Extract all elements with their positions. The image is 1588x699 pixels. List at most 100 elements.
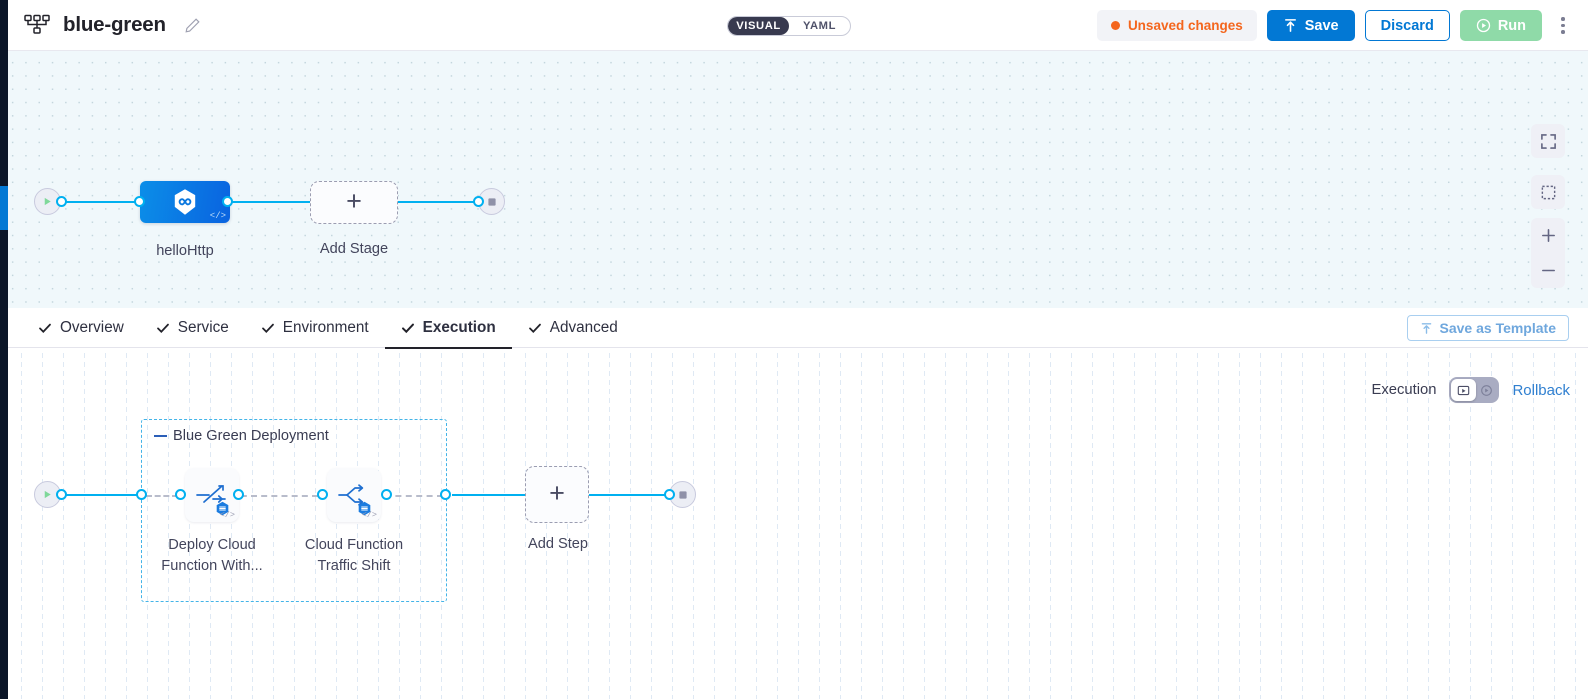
collapse-dash-icon[interactable] bbox=[154, 434, 167, 438]
pencil-icon[interactable] bbox=[179, 17, 201, 34]
tab-environment[interactable]: Environment bbox=[245, 308, 385, 348]
cloud-function-deploy-icon bbox=[196, 485, 226, 503]
header-left-group: blue-green bbox=[0, 13, 201, 37]
tab-execution[interactable]: Execution bbox=[384, 308, 512, 349]
group-exit-port[interactable] bbox=[440, 489, 451, 500]
exec-edge-to-add-step bbox=[452, 494, 528, 497]
plus-icon: + bbox=[346, 185, 362, 216]
header-actions: Unsaved changes Save Discard bbox=[1096, 0, 1574, 51]
group-entry-port[interactable] bbox=[136, 489, 147, 500]
stage-in-port[interactable] bbox=[134, 196, 145, 207]
execution-label: Execution bbox=[1371, 382, 1437, 398]
play-circle-icon bbox=[1476, 18, 1491, 33]
unsaved-changes-label: Unsaved changes bbox=[1127, 18, 1243, 33]
add-step-label: Add Step bbox=[527, 536, 589, 552]
toggle-option-visual[interactable]: VISUAL bbox=[728, 17, 789, 35]
add-step-node[interactable]: + bbox=[525, 466, 589, 523]
step2-in-port[interactable] bbox=[317, 489, 328, 500]
harness-hexagon-icon bbox=[174, 189, 196, 215]
left-nav-active-indicator bbox=[0, 186, 8, 230]
config-tabbar: Overview Service Environment Execution bbox=[0, 308, 1588, 349]
save-as-template-button[interactable]: Save as Template bbox=[1406, 315, 1569, 341]
traffic-shift-icon bbox=[338, 484, 364, 506]
plus-icon[interactable] bbox=[1531, 218, 1565, 253]
exec-end-port[interactable] bbox=[664, 489, 675, 500]
step2-out-port[interactable] bbox=[381, 489, 392, 500]
pipeline-nodes-icon bbox=[24, 14, 50, 36]
step1-in-port[interactable] bbox=[175, 489, 186, 500]
step1-label: Deploy Cloud Function With... bbox=[161, 537, 263, 574]
tab-advanced-label: Advanced bbox=[549, 319, 618, 336]
stage-canvas[interactable]: </> helloHttp + Add Stage bbox=[0, 51, 1588, 308]
stage-start-port[interactable] bbox=[56, 196, 67, 207]
exec-start-node[interactable] bbox=[34, 481, 61, 508]
unsaved-dot-icon bbox=[1110, 21, 1120, 30]
step1-out-port[interactable] bbox=[233, 489, 244, 500]
unsaved-changes-badge: Unsaved changes bbox=[1096, 10, 1257, 41]
left-nav-rail bbox=[0, 0, 8, 699]
execution-steps-icon[interactable] bbox=[1451, 379, 1477, 401]
visual-yaml-toggle[interactable]: VISUAL YAML bbox=[727, 16, 851, 36]
minus-icon[interactable] bbox=[1531, 253, 1565, 288]
tab-advanced[interactable]: Advanced bbox=[512, 308, 634, 348]
save-button-label: Save bbox=[1304, 17, 1339, 34]
plus-icon: + bbox=[549, 477, 565, 508]
play-triangle-icon bbox=[44, 490, 51, 499]
add-stage-label: Add Stage bbox=[319, 241, 389, 257]
stop-square-icon bbox=[487, 197, 496, 206]
app-header: blue-green VISUAL YAML Unsaved changes bbox=[0, 0, 1588, 51]
tab-overview-label: Overview bbox=[60, 319, 124, 336]
zoom-controls[interactable] bbox=[1531, 218, 1565, 288]
check-icon bbox=[261, 323, 274, 333]
stop-square-icon bbox=[678, 490, 687, 499]
kebab-menu-icon[interactable] bbox=[1552, 10, 1574, 41]
upload-arrow-icon bbox=[1283, 18, 1298, 33]
discard-button[interactable]: Discard bbox=[1364, 10, 1450, 41]
save-as-template-label: Save as Template bbox=[1439, 320, 1556, 336]
discard-button-label: Discard bbox=[1380, 17, 1434, 34]
stage-node-label: helloHttp bbox=[156, 243, 214, 259]
fullscreen-fit-icon[interactable] bbox=[1531, 124, 1565, 158]
template-upload-icon bbox=[1420, 322, 1433, 335]
page-title: blue-green bbox=[63, 13, 166, 36]
step1-code-glyph: </> bbox=[219, 510, 235, 520]
tab-service[interactable]: Service bbox=[140, 308, 245, 348]
run-button[interactable]: Run bbox=[1459, 10, 1542, 41]
check-icon bbox=[156, 323, 169, 333]
step-group-blue-green[interactable]: Blue Green Deployment bbox=[141, 419, 447, 602]
execution-rollback-toggle[interactable] bbox=[1449, 377, 1500, 403]
edge-start-to-stage bbox=[50, 201, 145, 204]
run-button-label: Run bbox=[1497, 17, 1526, 34]
step-group-title: Blue Green Deployment bbox=[173, 428, 329, 444]
tab-service-label: Service bbox=[177, 319, 229, 336]
harness-step-badge bbox=[215, 501, 230, 516]
toggle-option-yaml[interactable]: YAML bbox=[802, 20, 837, 32]
stage-out-port[interactable] bbox=[222, 196, 233, 207]
exec-edge-start bbox=[50, 494, 142, 497]
play-triangle-icon bbox=[44, 197, 51, 206]
step-node-traffic-shift[interactable]: </> bbox=[327, 468, 381, 522]
exec-edge-between-steps bbox=[190, 495, 318, 497]
check-icon bbox=[528, 323, 541, 333]
tab-list: Overview Service Environment Execution bbox=[22, 308, 634, 349]
rollback-link[interactable]: Rollback bbox=[1512, 381, 1570, 399]
rollback-clock-icon[interactable] bbox=[1476, 384, 1497, 397]
check-icon bbox=[39, 323, 51, 333]
save-button[interactable]: Save bbox=[1266, 10, 1355, 41]
step-group-header: Blue Green Deployment bbox=[154, 428, 329, 444]
exec-edge-to-end bbox=[589, 494, 673, 497]
marquee-select-icon[interactable] bbox=[1531, 175, 1565, 209]
stage-end-port[interactable] bbox=[473, 196, 484, 207]
step-node-deploy-cloud-function[interactable]: </> bbox=[185, 468, 239, 522]
tab-overview[interactable]: Overview bbox=[22, 308, 140, 348]
execution-canvas[interactable]: Execution Rollback bbox=[0, 349, 1588, 699]
stage-code-glyph: </> bbox=[209, 211, 226, 221]
tab-execution-label: Execution bbox=[422, 319, 496, 336]
harness-step-badge bbox=[357, 501, 372, 516]
exec-start-port[interactable] bbox=[56, 489, 67, 500]
exec-edge-group-in bbox=[146, 495, 178, 497]
tab-environment-label: Environment bbox=[282, 319, 369, 336]
add-stage-node[interactable]: + bbox=[310, 181, 398, 224]
stage-node-hellohttp[interactable]: </> bbox=[140, 181, 230, 223]
